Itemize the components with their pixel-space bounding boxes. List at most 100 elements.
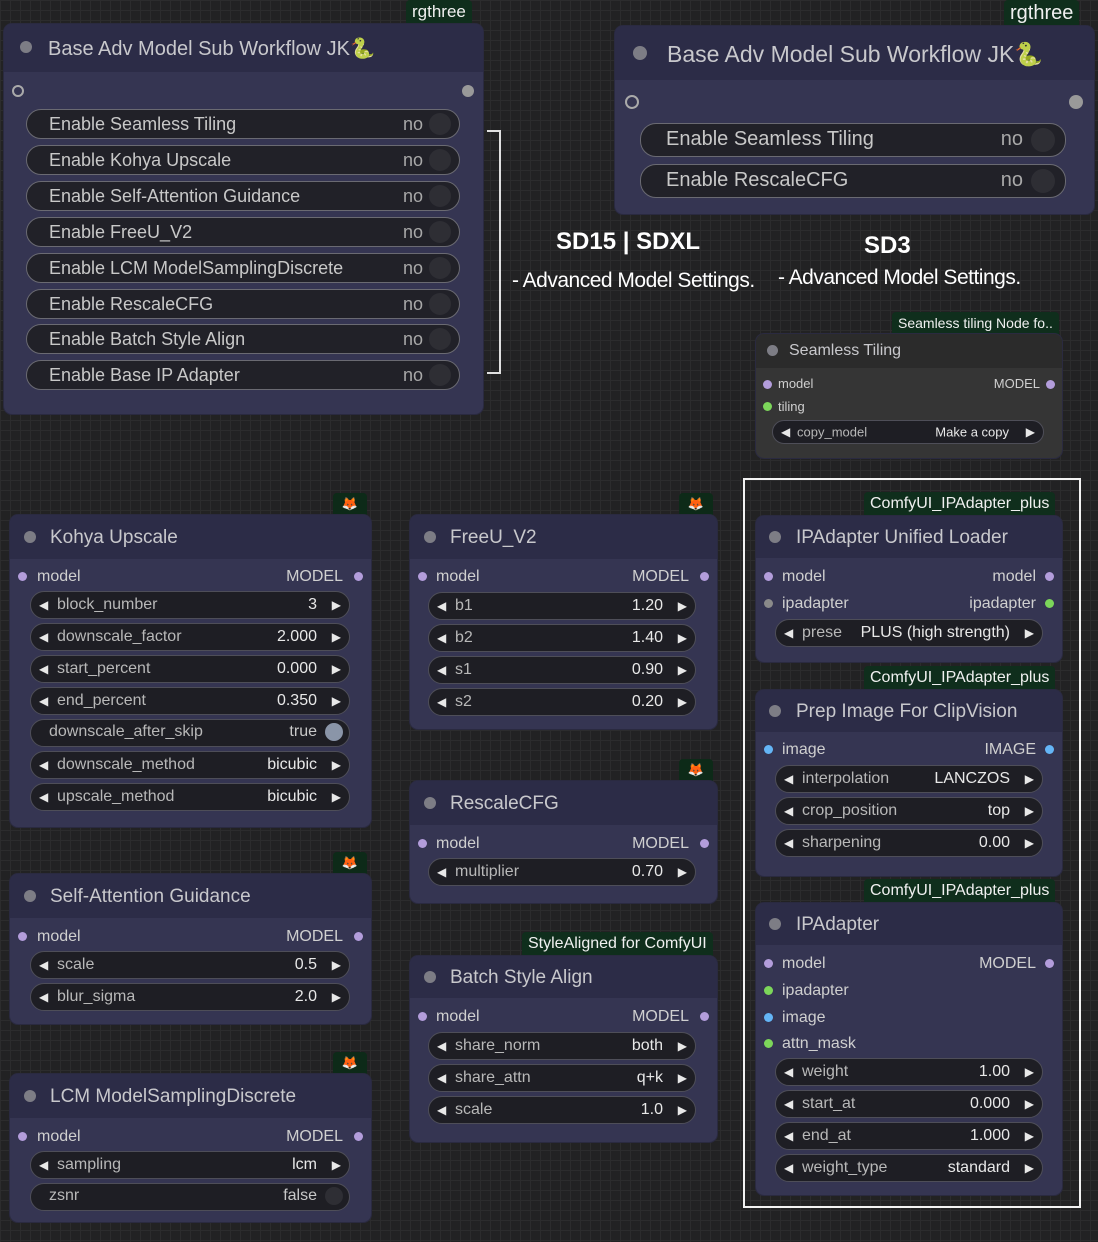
arrow-right-icon[interactable]: ▶ [1025, 425, 1035, 439]
model-output-port[interactable] [1045, 959, 1054, 968]
collapse-dot-icon[interactable] [24, 1090, 36, 1102]
ipadapter-input-port[interactable] [764, 599, 773, 608]
arrow-right-icon[interactable]: ▶ [677, 599, 687, 613]
arrow-left-icon[interactable]: ◀ [437, 695, 447, 709]
collapse-dot-icon[interactable] [424, 971, 436, 983]
model-output-port[interactable] [354, 572, 363, 581]
model-input-port[interactable] [18, 1132, 27, 1141]
arrow-left-icon[interactable]: ◀ [784, 1097, 794, 1111]
node-title-bar[interactable]: Batch Style Align [410, 956, 717, 998]
collapse-dot-icon[interactable] [769, 531, 781, 543]
arrow-left-icon[interactable]: ◀ [784, 836, 794, 850]
model-output-port[interactable] [354, 1132, 363, 1141]
fast-groups-node-right[interactable]: Base Adv Model Sub Workflow JK🐍 Enable S… [615, 26, 1094, 214]
ipadapter-node[interactable]: IPAdapter model MODEL ipadapter image at… [756, 903, 1062, 1195]
prep-image-clipvision-node[interactable]: Prep Image For ClipVision image IMAGE ◀i… [756, 690, 1062, 876]
arrow-right-icon[interactable]: ▶ [677, 865, 687, 879]
arrow-left-icon[interactable]: ◀ [437, 631, 447, 645]
lcm-model-sampling-node[interactable]: LCM ModelSamplingDiscrete model MODEL ◀s… [10, 1074, 371, 1222]
arrow-right-icon[interactable]: ▶ [1024, 772, 1034, 786]
arrow-left-icon[interactable]: ◀ [437, 663, 447, 677]
input-pin-icon[interactable] [625, 95, 639, 109]
arrow-right-icon[interactable]: ▶ [677, 1103, 687, 1117]
collapse-dot-icon[interactable] [767, 345, 778, 356]
model-output-port[interactable] [1045, 572, 1054, 581]
arrow-right-icon[interactable]: ▶ [331, 790, 341, 804]
node-title-bar[interactable]: Base Adv Model Sub Workflow JK🐍 [4, 24, 483, 72]
arrow-right-icon[interactable]: ▶ [1024, 836, 1034, 850]
output-pin-icon[interactable] [462, 85, 474, 97]
arrow-right-icon[interactable]: ▶ [331, 958, 341, 972]
node-title-bar[interactable]: Kohya Upscale [10, 515, 371, 559]
node-title-bar[interactable]: FreeU_V2 [410, 515, 717, 559]
collapse-dot-icon[interactable] [20, 41, 32, 53]
arrow-left-icon[interactable]: ◀ [784, 1129, 794, 1143]
node-title-bar[interactable]: Prep Image For ClipVision [756, 690, 1062, 732]
node-title-bar[interactable]: Self-Attention Guidance [10, 874, 371, 918]
arrow-right-icon[interactable]: ▶ [331, 990, 341, 1004]
model-output-port[interactable] [354, 932, 363, 941]
node-title-bar[interactable]: Base Adv Model Sub Workflow JK🐍 [615, 26, 1094, 80]
arrow-left-icon[interactable]: ◀ [39, 630, 49, 644]
node-title-bar[interactable]: LCM ModelSamplingDiscrete [10, 1074, 371, 1118]
node-title-bar[interactable]: IPAdapter [756, 903, 1062, 945]
arrow-left-icon[interactable]: ◀ [39, 958, 49, 972]
image-input-port[interactable] [764, 1013, 773, 1022]
arrow-left-icon[interactable]: ◀ [437, 1071, 447, 1085]
arrow-left-icon[interactable]: ◀ [39, 598, 49, 612]
arrow-left-icon[interactable]: ◀ [437, 599, 447, 613]
model-output-port[interactable] [700, 1012, 709, 1021]
output-pin-icon[interactable] [1069, 95, 1083, 109]
arrow-left-icon[interactable]: ◀ [437, 1103, 447, 1117]
arrow-left-icon[interactable]: ◀ [39, 694, 49, 708]
node-title-bar[interactable]: RescaleCFG [410, 781, 717, 825]
model-output-port[interactable] [700, 572, 709, 581]
arrow-right-icon[interactable]: ▶ [677, 663, 687, 677]
model-input-port[interactable] [418, 839, 427, 848]
arrow-left-icon[interactable]: ◀ [39, 990, 49, 1004]
arrow-left-icon[interactable]: ◀ [781, 425, 791, 439]
arrow-right-icon[interactable]: ▶ [677, 695, 687, 709]
collapse-dot-icon[interactable] [24, 890, 36, 902]
arrow-right-icon[interactable]: ▶ [1024, 1129, 1034, 1143]
image-input-port[interactable] [764, 745, 773, 754]
arrow-right-icon[interactable]: ▶ [1024, 804, 1034, 818]
arrow-left-icon[interactable]: ◀ [39, 758, 49, 772]
arrow-left-icon[interactable]: ◀ [39, 1158, 49, 1172]
arrow-right-icon[interactable]: ▶ [677, 631, 687, 645]
arrow-right-icon[interactable]: ▶ [331, 694, 341, 708]
collapse-dot-icon[interactable] [769, 705, 781, 717]
collapse-dot-icon[interactable] [424, 797, 436, 809]
collapse-dot-icon[interactable] [769, 918, 781, 930]
model-input-port[interactable] [418, 572, 427, 581]
model-output-port[interactable] [1046, 380, 1055, 389]
arrow-right-icon[interactable]: ▶ [1024, 1065, 1034, 1079]
arrow-left-icon[interactable]: ◀ [437, 865, 447, 879]
node-title-bar[interactable]: Seamless Tiling [756, 334, 1062, 368]
model-output-port[interactable] [700, 839, 709, 848]
fast-groups-node-left[interactable]: Base Adv Model Sub Workflow JK🐍 Enable S… [4, 24, 483, 414]
